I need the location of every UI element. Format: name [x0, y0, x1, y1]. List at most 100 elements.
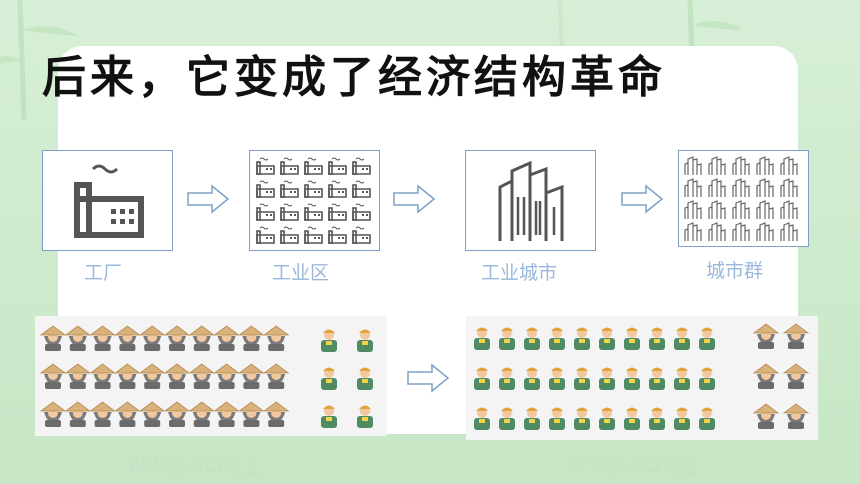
small-city-icon: [684, 222, 702, 241]
worker-icon: [674, 327, 690, 350]
farmer-with-hat-icon: [39, 401, 67, 427]
farmer-with-hat-icon: [114, 325, 141, 351]
bamboo-decoration-icon: [0, 0, 78, 120]
right-arrow-icon: [621, 184, 664, 214]
farmer-with-hat-icon: [238, 363, 265, 389]
farmer-with-hat-icon: [114, 401, 141, 427]
worker-icon: [524, 367, 540, 390]
small-city-icon: [756, 200, 774, 219]
farmer-with-hat-icon: [89, 325, 116, 351]
small-city-icon: [708, 200, 726, 219]
farmer-with-hat-icon: [138, 363, 166, 389]
worker-icon: [474, 407, 490, 430]
worker-icon: [499, 407, 515, 430]
farmer-with-hat-icon: [262, 401, 290, 427]
worker-icon: [321, 405, 337, 428]
farmer-with-hat-icon: [188, 401, 216, 427]
worker-icon: [649, 367, 665, 390]
small-city-icon: [732, 222, 750, 241]
stage-label-industrial-city: 工业城市: [481, 262, 558, 284]
population-before-figures: [39, 325, 373, 428]
worker-icon: [474, 367, 490, 390]
farmer-with-hat-icon: [89, 401, 116, 427]
page-title: 后来，它变成了经济结构革命: [42, 52, 666, 103]
worker-icon: [549, 327, 565, 350]
farmer-with-hat-icon: [138, 325, 166, 351]
farmer-with-hat-icon: [163, 325, 191, 351]
worker-icon: [699, 367, 715, 390]
worker-icon: [599, 367, 615, 390]
small-city-icon: [708, 156, 726, 175]
worker-icon: [549, 407, 565, 430]
farmer-with-hat-icon: [238, 325, 265, 351]
worker-icon: [674, 407, 690, 430]
small-factory-icon: [304, 203, 323, 221]
farmer-with-hat-icon: [782, 323, 810, 349]
right-arrow-icon: [187, 184, 230, 214]
small-factory-icon: [328, 180, 347, 198]
farmer-with-hat-icon: [238, 401, 265, 427]
small-factory-icon: [352, 226, 371, 244]
worker-icon: [321, 367, 337, 390]
worker-icon: [649, 327, 665, 350]
worker-icon: [624, 407, 640, 430]
worker-icon: [599, 327, 615, 350]
small-factory-icon: [304, 226, 323, 244]
small-factory-icon: [304, 157, 323, 175]
farmer-with-hat-icon: [782, 363, 810, 389]
worker-icon: [574, 407, 590, 430]
small-factory-icon: [352, 203, 371, 221]
city-cluster-icon: [684, 156, 798, 241]
farmer-with-hat-icon: [188, 363, 216, 389]
small-city-icon: [780, 200, 798, 219]
industrial-population-panel: [466, 316, 818, 440]
worker-icon: [549, 367, 565, 390]
worker-icon: [321, 329, 337, 352]
farmer-with-hat-icon: [752, 403, 780, 429]
worker-icon: [649, 407, 665, 430]
worker-icon: [574, 367, 590, 390]
small-city-icon: [756, 156, 774, 175]
agricultural-population-label: 以农业人口为主: [128, 455, 262, 477]
small-factory-icon: [256, 157, 275, 175]
right-arrow-icon: [407, 363, 450, 393]
small-city-icon: [780, 156, 798, 175]
city-box: [465, 150, 596, 251]
farmer-with-hat-icon: [89, 363, 116, 389]
farmer-with-hat-icon: [213, 363, 240, 389]
farmer-with-hat-icon: [39, 325, 67, 351]
worker-icon: [699, 327, 715, 350]
farmer-with-hat-icon: [138, 401, 166, 427]
worker-icon: [574, 327, 590, 350]
small-factory-icon: [328, 203, 347, 221]
right-arrow-icon: [393, 184, 436, 214]
small-city-icon: [684, 156, 702, 175]
small-factory-icon: [280, 157, 299, 175]
worker-icon: [357, 367, 373, 390]
city-buildings-icon: [498, 160, 564, 241]
worker-icon: [499, 367, 515, 390]
industrial-zone-box: [249, 150, 380, 251]
factory-icon: [74, 164, 144, 238]
small-city-icon: [708, 222, 726, 241]
small-factory-icon: [280, 203, 299, 221]
farmer-with-hat-icon: [64, 363, 91, 389]
city-cluster-box: [678, 150, 809, 247]
small-factory-icon: [328, 226, 347, 244]
small-city-icon: [732, 156, 750, 175]
worker-icon: [524, 407, 540, 430]
farmer-with-hat-icon: [782, 403, 810, 429]
farmer-with-hat-icon: [114, 363, 141, 389]
worker-icon: [599, 407, 615, 430]
small-city-icon: [732, 178, 750, 197]
farmer-with-hat-icon: [262, 363, 290, 389]
small-city-icon: [684, 178, 702, 197]
small-city-icon: [756, 178, 774, 197]
small-factory-icon: [256, 226, 275, 244]
farmer-with-hat-icon: [752, 323, 780, 349]
small-city-icon: [732, 200, 750, 219]
small-factory-icon: [304, 180, 323, 198]
small-factory-icon: [352, 157, 371, 175]
small-city-icon: [684, 200, 702, 219]
farmer-with-hat-icon: [39, 363, 67, 389]
